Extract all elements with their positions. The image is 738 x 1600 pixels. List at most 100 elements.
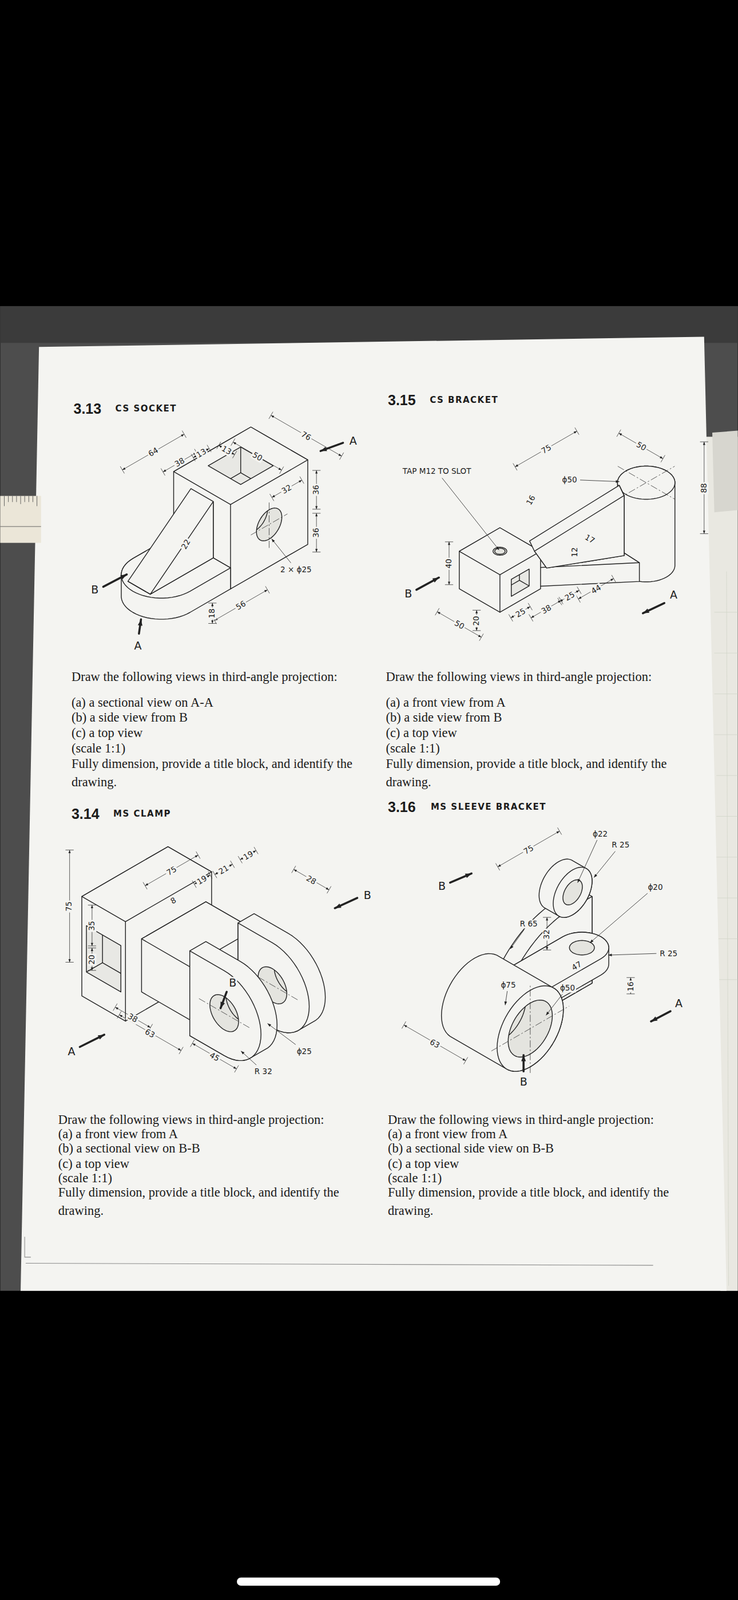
dimension-line xyxy=(90,947,94,951)
dimension-line xyxy=(230,860,235,868)
instruction-text: Draw the following views in third-angle … xyxy=(58,1112,325,1128)
dimension-line xyxy=(207,445,212,452)
part-outline xyxy=(534,495,625,569)
photo-detail xyxy=(36,496,38,507)
instruction-text: (c) a top view xyxy=(71,725,143,741)
dimension-line xyxy=(462,1057,466,1061)
photo-detail xyxy=(8,496,9,503)
dimension-line xyxy=(122,467,126,470)
instruction-text: (c) a top view xyxy=(387,1156,459,1171)
instruction-text: Fully dimension, provide a title block, … xyxy=(387,1183,694,1220)
dimension-line xyxy=(545,993,563,1015)
dimension-line xyxy=(191,454,196,462)
part-outline xyxy=(128,488,214,595)
dimension-callout: ϕ75 xyxy=(499,980,517,990)
dimension-line xyxy=(339,452,344,460)
view-letter: A xyxy=(669,589,678,602)
dimension-line xyxy=(447,541,451,545)
dimension-line xyxy=(298,479,303,483)
dimension-line xyxy=(237,855,242,863)
dimension-line xyxy=(510,929,525,949)
instruction-text: (scale 1:1) xyxy=(71,740,126,756)
part-outline xyxy=(121,426,308,620)
dimension-line xyxy=(312,508,321,510)
dimension-line xyxy=(504,1001,508,1006)
dimension-line xyxy=(619,433,623,436)
dimension-line xyxy=(589,939,594,943)
dimension-line xyxy=(320,446,327,452)
photo-detail xyxy=(32,496,34,503)
part-outline xyxy=(459,527,541,575)
instruction-text: (b) a sectional view on B-B xyxy=(58,1141,201,1156)
dimension-value: 76 xyxy=(298,429,314,443)
part-outline xyxy=(519,563,530,570)
dimension-callout: ϕ50 xyxy=(558,984,577,993)
part-outline xyxy=(511,568,530,597)
photo-detail xyxy=(24,496,26,503)
dimension-value: 75 xyxy=(538,442,554,456)
exercise-title: CS SOCKET xyxy=(115,403,177,414)
photo-detail xyxy=(718,938,738,939)
dimension-line xyxy=(529,614,534,622)
part-outline xyxy=(617,466,675,500)
instruction-text: Draw the following views in third-angle … xyxy=(387,1112,654,1128)
dimension-value: 17 xyxy=(582,532,598,546)
dimension-line xyxy=(271,538,276,543)
dimension-line xyxy=(180,434,185,437)
dimension-line xyxy=(651,1010,671,1022)
dimension-line xyxy=(299,476,304,484)
dimension-line xyxy=(315,470,318,474)
dimension-line xyxy=(528,602,533,610)
paper-sheet xyxy=(20,336,727,1291)
instruction-text: (scale 1:1) xyxy=(385,740,440,756)
dimension-value: 36 xyxy=(312,526,321,539)
dimension-callout: ϕ25 xyxy=(295,1046,313,1056)
dimension-line xyxy=(293,869,329,890)
photo-detail xyxy=(716,897,738,899)
dimension-line xyxy=(293,869,297,872)
view-letter: A xyxy=(348,434,358,447)
view-letter: A xyxy=(674,997,684,1010)
dimension-line xyxy=(463,1056,468,1064)
part-outline xyxy=(501,573,512,580)
dimension-lines xyxy=(65,411,709,1073)
dimension-line xyxy=(643,602,665,614)
part-outline xyxy=(225,985,255,1023)
dimension-line xyxy=(117,1010,122,1018)
dimension-line xyxy=(68,849,71,853)
dimension-line xyxy=(320,442,343,451)
dimension-line xyxy=(521,1054,526,1062)
dimension-line xyxy=(232,450,237,458)
dimension-line xyxy=(271,415,343,456)
dimension-line xyxy=(510,945,514,949)
part-outline xyxy=(617,466,675,499)
part-outline xyxy=(493,558,507,567)
dimension-callout: ϕ22 xyxy=(591,829,609,839)
dimension-value: 38 xyxy=(538,602,554,617)
pencil-mark xyxy=(24,1236,31,1257)
dimension-line xyxy=(160,468,165,476)
dimension-line xyxy=(558,596,563,604)
photo-detail xyxy=(718,978,738,980)
dimension-line xyxy=(593,873,598,878)
dimension-value: 16 xyxy=(626,979,636,993)
dimension-line xyxy=(234,1065,239,1073)
dimension-line xyxy=(437,611,482,638)
dimension-value: 88 xyxy=(700,481,709,494)
dimension-line xyxy=(542,949,551,951)
dimension-line xyxy=(580,479,620,482)
dimension-line xyxy=(212,870,217,878)
dimension-line xyxy=(651,1016,658,1022)
part-outline xyxy=(441,858,609,1073)
dimension-value: 40 xyxy=(445,557,454,570)
photo-detail xyxy=(12,496,13,503)
exercise-number: 3.16 xyxy=(387,798,416,815)
part-outline xyxy=(493,546,507,555)
dimension-value: 25 xyxy=(513,605,529,620)
dimension-line xyxy=(267,1023,272,1027)
part-outline xyxy=(481,984,526,1042)
dimension-value: 63 xyxy=(427,1036,443,1051)
dimension-line xyxy=(177,1047,182,1050)
dimension-line xyxy=(192,1042,237,1069)
